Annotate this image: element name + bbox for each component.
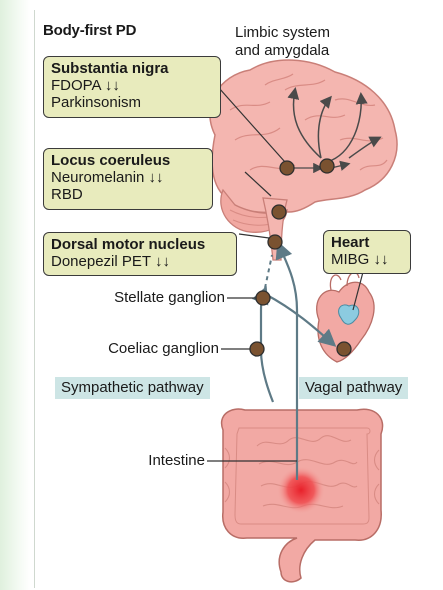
node-heart	[337, 342, 351, 356]
intestine-illustration	[222, 409, 383, 582]
limbic-label: Limbic system and amygdala	[235, 24, 330, 60]
node-locus-coeruleus	[272, 205, 286, 219]
box-substantia-nigra: Substantia nigra FDOPA ↓↓ Parkinsonism	[43, 56, 221, 118]
left-margin-shade	[0, 0, 30, 590]
figure-title: Body-first PD	[43, 22, 136, 39]
node-dorsal-motor-nucleus	[268, 235, 282, 249]
box-heart: Heart MIBG ↓↓	[323, 230, 411, 274]
box-dorsal-motor-nucleus: Dorsal motor nucleus Donepezil PET ↓↓	[43, 232, 237, 276]
node-substantia-nigra	[280, 161, 294, 175]
box-locus-coeruleus-line2: RBD	[51, 186, 205, 203]
box-heart-line1: MIBG ↓↓	[331, 251, 403, 268]
intestine-label: Intestine	[95, 452, 205, 470]
box-dorsal-motor-nucleus-head: Dorsal motor nucleus	[51, 236, 229, 253]
intestine-lesion	[277, 466, 325, 514]
box-dorsal-motor-nucleus-line1: Donepezil PET ↓↓	[51, 253, 229, 270]
box-heart-head: Heart	[331, 234, 403, 251]
figure-panel: Body-first PD Limbic system and amygdala…	[35, 10, 441, 588]
box-substantia-nigra-head: Substantia nigra	[51, 60, 213, 77]
node-stellate-ganglion	[256, 291, 270, 305]
box-substantia-nigra-line1: FDOPA ↓↓	[51, 77, 213, 94]
box-locus-coeruleus-line1: Neuromelanin ↓↓	[51, 169, 205, 186]
stellate-ganglion-label: Stellate ganglion	[55, 289, 225, 307]
box-substantia-nigra-line2: Parkinsonism	[51, 94, 213, 111]
box-locus-coeruleus: Locus coeruleus Neuromelanin ↓↓ RBD	[43, 148, 213, 210]
vagal-pathway-label: Vagal pathway	[299, 377, 408, 399]
node-limbic	[320, 159, 334, 173]
box-locus-coeruleus-head: Locus coeruleus	[51, 152, 205, 169]
limbic-label-line2: and amygdala	[235, 42, 330, 60]
limbic-label-line1: Limbic system	[235, 24, 330, 42]
node-coeliac-ganglion	[250, 342, 264, 356]
coeliac-ganglion-label: Coeliac ganglion	[55, 340, 219, 358]
sympathetic-pathway-label: Sympathetic pathway	[55, 377, 210, 399]
